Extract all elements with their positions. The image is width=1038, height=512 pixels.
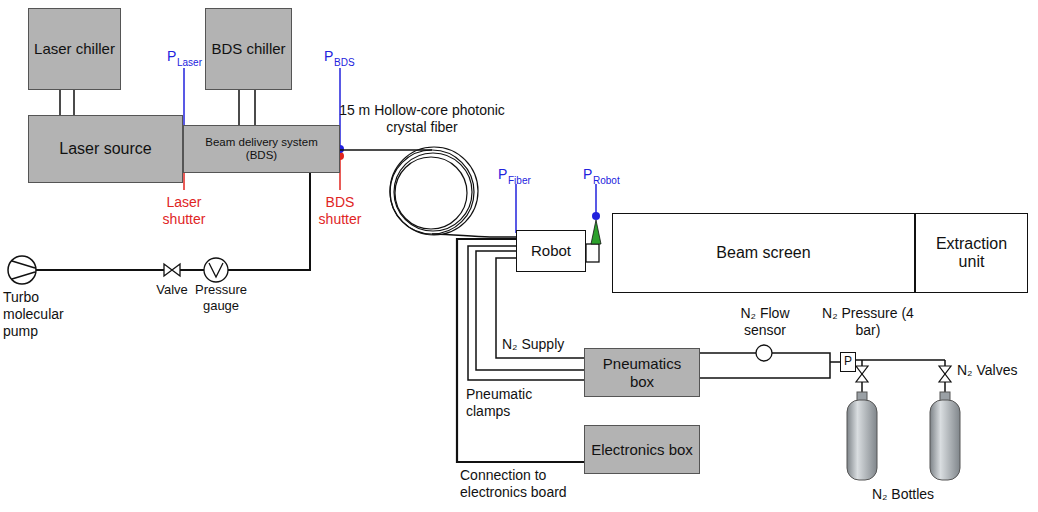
robot-box: Robot (516, 230, 586, 272)
node-text: Beam delivery system (BDS) (189, 136, 334, 162)
measure-subscript: Robot (593, 175, 620, 187)
measure-subscript: Laser (177, 57, 202, 69)
connector-line (700, 353, 840, 378)
measure-subscript: Fiber (508, 175, 531, 187)
node-text: Electronics box (591, 441, 693, 458)
valve-label: Valve (147, 282, 197, 298)
measure-subscript: BDS (334, 57, 355, 69)
robot-nozzle (586, 212, 601, 262)
pump-label: Turbo molecular pump (3, 289, 75, 339)
node-text: P (844, 355, 852, 369)
fiber-coil (390, 147, 478, 235)
connector-line (340, 150, 516, 237)
node-text: Pneumatics box (590, 355, 694, 390)
vacuum-line (36, 173, 310, 270)
bottles-label: N₂ Bottles (872, 486, 934, 503)
electronics-box: Electronics box (584, 425, 700, 474)
measure-point: P (583, 166, 592, 183)
node-text: Laser source (59, 140, 152, 158)
node-text: Beam screen (716, 244, 810, 262)
shutter-label: BDS shutter (309, 194, 371, 228)
gas-line (856, 360, 945, 392)
edge-label: Connection to electronics board (460, 467, 600, 501)
chiller-box: BDS chiller (205, 8, 292, 90)
connector-line (239, 90, 255, 125)
pressure-gauge-symbol (204, 258, 228, 282)
node-text: Robot (531, 242, 571, 259)
measure-point: P (324, 48, 333, 65)
node-text: BDS chiller (211, 40, 285, 57)
gauge-label: Pressure gauge (188, 282, 254, 313)
valves-label: N₂ Valves (957, 362, 1017, 379)
pressure-label: N₂ Pressure (4 bar) (818, 305, 918, 339)
extraction-box: Extraction unit (915, 213, 1028, 293)
edge-label: Pneumatic clamps (466, 386, 556, 420)
gas-bottle (847, 392, 960, 480)
connector-line (60, 90, 74, 115)
flow-sensor-symbol (756, 345, 772, 361)
turbo-pump-symbol (8, 256, 36, 284)
fiber-label: 15 m Hollow-core photonic crystal fiber (335, 102, 510, 136)
measure-point: P (498, 166, 507, 183)
chiller-box: Laser chiller (28, 8, 121, 90)
bottle-valve-symbol (856, 366, 951, 382)
node-text: Extraction unit (921, 235, 1022, 272)
pneumatics-box: Pneumatics box (584, 348, 700, 397)
measure-point: P (167, 48, 176, 65)
pressure-regulator-box: P (840, 352, 856, 372)
beam-screen-box: Beam screen (612, 213, 915, 293)
bds-box: Beam delivery system (BDS) (183, 125, 340, 173)
sensor-label: N₂ Flow sensor (727, 305, 803, 339)
shutter-label: Laser shutter (149, 194, 219, 228)
valve-symbol (164, 264, 180, 276)
node-text: Laser chiller (34, 40, 115, 57)
laser-box: Laser source (28, 115, 183, 183)
edge-label: N₂ Supply (502, 336, 592, 353)
